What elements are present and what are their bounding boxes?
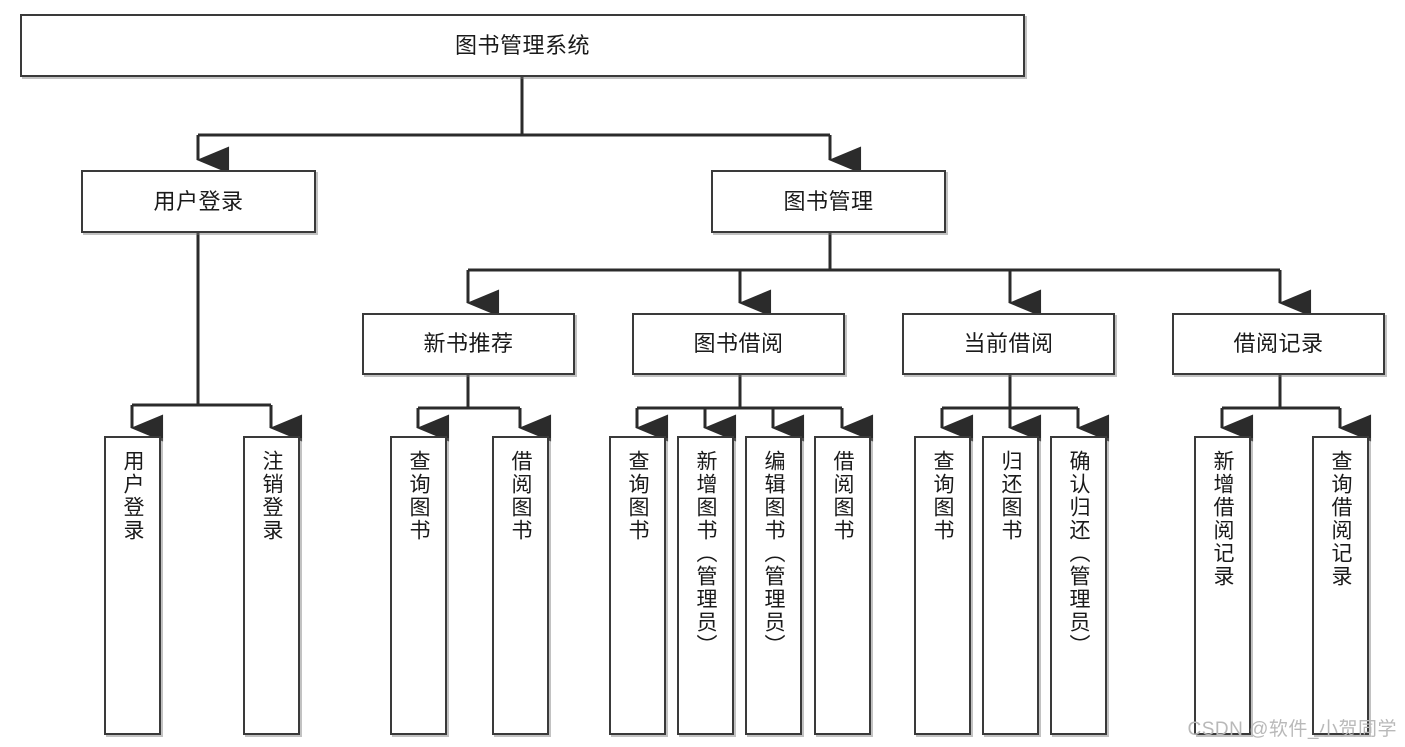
node-borrow-record[interactable]: 借阅记录	[1172, 313, 1385, 375]
node-book-borrow[interactable]: 图书借阅	[632, 313, 845, 375]
watermark-text: CSDN @软件_小贺同学	[1187, 719, 1397, 740]
leaf-query-book-2-label: 查询图书	[626, 450, 649, 542]
leaf-user-login[interactable]: 用户登录	[104, 436, 161, 735]
leaf-add-record-label: 新增借阅记录	[1211, 450, 1234, 588]
leaf-query-record-label: 查询借阅记录	[1329, 450, 1352, 588]
node-new-book-recommend-label: 新书推荐	[423, 331, 514, 357]
leaf-return-book[interactable]: 归还图书	[982, 436, 1039, 735]
leaf-confirm-return-label: 确认归还（管理员）	[1067, 450, 1090, 657]
leaf-edit-book-label: 编辑图书（管理员）	[762, 450, 785, 657]
node-current-borrow[interactable]: 当前借阅	[902, 313, 1115, 375]
node-new-book-recommend[interactable]: 新书推荐	[362, 313, 575, 375]
leaf-query-book-3-label: 查询图书	[931, 450, 954, 542]
leaf-user-logout[interactable]: 注销登录	[243, 436, 300, 735]
leaf-user-login-label: 用户登录	[121, 450, 144, 542]
node-user-login-label: 用户登录	[153, 188, 244, 214]
leaf-edit-book[interactable]: 编辑图书（管理员）	[745, 436, 802, 735]
leaf-borrow-book-1[interactable]: 借阅图书	[492, 436, 549, 735]
leaf-add-book-label: 新增图书（管理员）	[694, 450, 717, 657]
node-current-borrow-label: 当前借阅	[963, 331, 1054, 357]
node-root[interactable]: 图书管理系统	[20, 14, 1025, 77]
leaf-query-record[interactable]: 查询借阅记录	[1312, 436, 1369, 735]
leaf-add-book[interactable]: 新增图书（管理员）	[677, 436, 734, 735]
leaf-query-book-2[interactable]: 查询图书	[609, 436, 666, 735]
leaf-borrow-book-1-label: 借阅图书	[509, 450, 532, 542]
node-book-borrow-label: 图书借阅	[693, 331, 784, 357]
leaf-return-book-label: 归还图书	[999, 450, 1022, 542]
leaf-add-record[interactable]: 新增借阅记录	[1194, 436, 1251, 735]
node-book-management-label: 图书管理	[783, 188, 874, 214]
leaf-query-book-1[interactable]: 查询图书	[390, 436, 447, 735]
leaf-borrow-book-2-label: 借阅图书	[831, 450, 854, 542]
node-book-management[interactable]: 图书管理	[711, 170, 946, 233]
leaf-borrow-book-2[interactable]: 借阅图书	[814, 436, 871, 735]
leaf-user-logout-label: 注销登录	[260, 450, 283, 542]
node-borrow-record-label: 借阅记录	[1233, 331, 1324, 357]
leaf-query-book-1-label: 查询图书	[407, 450, 430, 542]
node-root-label: 图书管理系统	[454, 32, 590, 58]
node-user-login[interactable]: 用户登录	[81, 170, 316, 233]
leaf-query-book-3[interactable]: 查询图书	[914, 436, 971, 735]
leaf-confirm-return[interactable]: 确认归还（管理员）	[1050, 436, 1107, 735]
